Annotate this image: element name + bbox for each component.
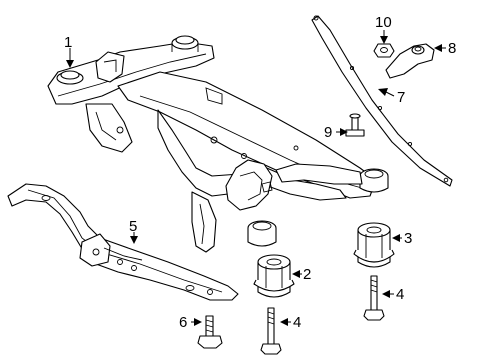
callout-7: 7 xyxy=(397,89,405,106)
callout-6: 6 xyxy=(179,314,187,331)
callout-8: 8 xyxy=(448,40,456,57)
subframe xyxy=(47,35,389,253)
bolt-4-upper xyxy=(363,275,385,321)
callout-4-upper: 4 xyxy=(396,286,404,303)
bolt-9 xyxy=(345,113,365,137)
callout-2: 2 xyxy=(303,266,311,283)
bolt-4-lower xyxy=(260,307,282,355)
callout-4-lower: 4 xyxy=(293,314,301,331)
callout-3: 3 xyxy=(404,230,412,247)
callout-9: 9 xyxy=(324,124,332,141)
bushing-3 xyxy=(353,222,395,268)
callout-10: 10 xyxy=(375,14,392,31)
callout-1: 1 xyxy=(64,34,72,51)
nut xyxy=(373,43,395,58)
bushing-2 xyxy=(253,254,295,298)
callout-labels: 1 2 3 4 4 5 6 7 8 9 10 xyxy=(64,14,456,331)
strap xyxy=(311,15,453,187)
bracket xyxy=(385,43,435,79)
callout-5: 5 xyxy=(129,218,137,235)
leader-lines xyxy=(66,30,446,326)
bolt-6 xyxy=(197,315,223,349)
lower-brace xyxy=(7,183,239,301)
